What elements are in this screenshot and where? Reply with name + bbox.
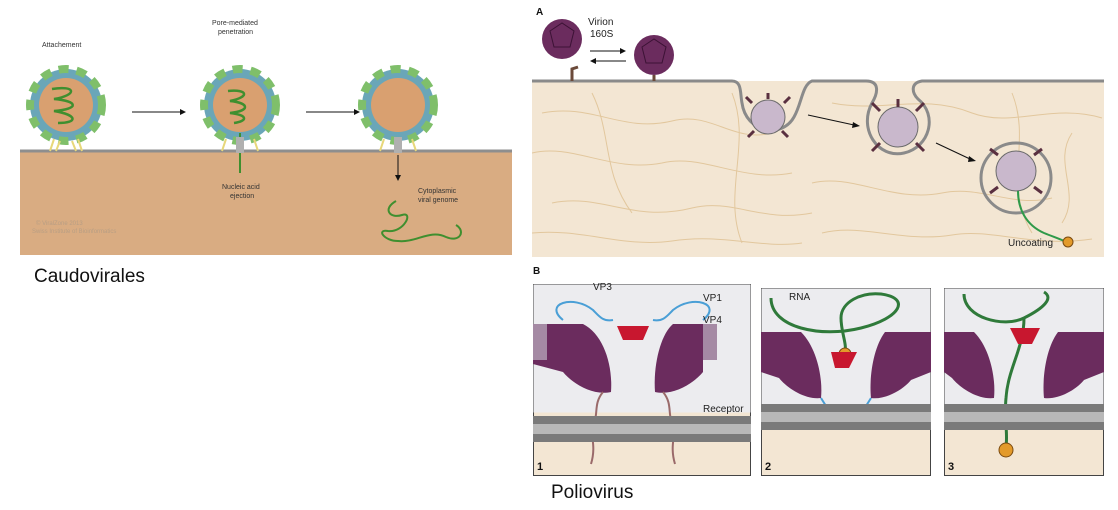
caudovirales-diagram: Attachement Pore-mediated penetration Nu…: [20, 20, 512, 255]
genome-label-line2: viral genome: [418, 197, 458, 204]
virion-label-line1: Virion: [588, 17, 613, 28]
arrow-invagination-to-vesicle: [935, 142, 976, 162]
capsid-left-step-3: [944, 332, 995, 399]
vp3-released-step-3: [1010, 328, 1040, 344]
released-rna: [1017, 190, 1065, 242]
step-3-number: 3: [948, 461, 954, 473]
watermark-line2: Swiss Institute of Bioinformatics: [32, 229, 116, 235]
caption-poliovirus: Poliovirus: [551, 482, 634, 503]
lipid-bilayer-3: [944, 404, 1104, 430]
uncoating-label: Uncoating: [1008, 238, 1053, 249]
arrow-pit-to-invagination: [807, 114, 860, 128]
rna-strand-step-2: [769, 292, 900, 353]
lipid-bilayer-2: [761, 404, 931, 430]
receptor-unbound: [570, 65, 579, 81]
stage-attachment-label: Attachement: [42, 42, 81, 49]
panel-a-letter: A: [536, 7, 543, 18]
poliovirus-panel-a: A Virion 160S Uncoating: [532, 7, 1104, 257]
lipid-bilayer-1: [533, 416, 751, 442]
host-cytoplasm: [20, 151, 512, 255]
endocytic-invagination: [865, 79, 1104, 156]
binding-equilibrium-arrows: [590, 48, 626, 64]
phage-empty-capsid: [358, 65, 438, 181]
arrow-penetration-to-empty: [306, 109, 360, 115]
panel-b-step-3: 3: [944, 288, 1104, 476]
bound-virion: [634, 35, 674, 81]
phage-penetrating: [200, 65, 280, 173]
panel-b-step-2: 2: [761, 288, 931, 476]
capsid-subunit-left: [533, 324, 612, 393]
virion-in-vesicle: [989, 147, 1043, 195]
virion-in-invagination: [870, 99, 926, 153]
vp4-label: VP4: [703, 315, 722, 326]
stage-penetration-label-line2: penetration: [218, 29, 253, 36]
receptor-label: Receptor: [703, 404, 744, 415]
phage-attached: [26, 65, 106, 152]
watermark-line1: © ViralZone 2013: [36, 220, 83, 227]
virion-in-pit: [744, 93, 792, 139]
arrow-attach-to-penetration: [132, 109, 186, 115]
rna-tip-step-3: [998, 442, 1014, 458]
stage-penetration-label-line1: Pore-mediated: [212, 20, 258, 27]
rna-vpg-tip: [1062, 236, 1074, 248]
rna-label: RNA: [789, 292, 811, 303]
vp1-label: VP1: [703, 293, 722, 304]
endocytic-vesicle: [979, 141, 1053, 215]
capsid-right-step-3: [1043, 332, 1104, 399]
panel-b-step-1: 1: [533, 284, 751, 476]
vp3-label: VP3: [593, 282, 612, 293]
caption-caudovirales: Caudovirales: [34, 266, 145, 287]
step-1-number: 1: [537, 461, 543, 473]
vp1-loops: [555, 301, 711, 322]
ejection-label-line1: Nucleic acid: [222, 184, 260, 191]
ejection-label-line2: ejection: [230, 193, 254, 200]
capsid-right-step-2: [870, 332, 931, 399]
capsid-left-step-2: [761, 332, 822, 399]
virion-label-line2: 160S: [590, 29, 614, 40]
genome-label-line1: Cytoplasmic: [418, 188, 457, 195]
step-2-number: 2: [765, 461, 771, 473]
vp3-released-step-2: [831, 352, 857, 368]
capsid-subunit-right: [654, 324, 703, 393]
vp3-plug: [617, 326, 649, 340]
cytoplasmic-genome: [381, 200, 462, 243]
panel-b-letter: B: [533, 266, 541, 277]
free-virion: [542, 19, 582, 59]
